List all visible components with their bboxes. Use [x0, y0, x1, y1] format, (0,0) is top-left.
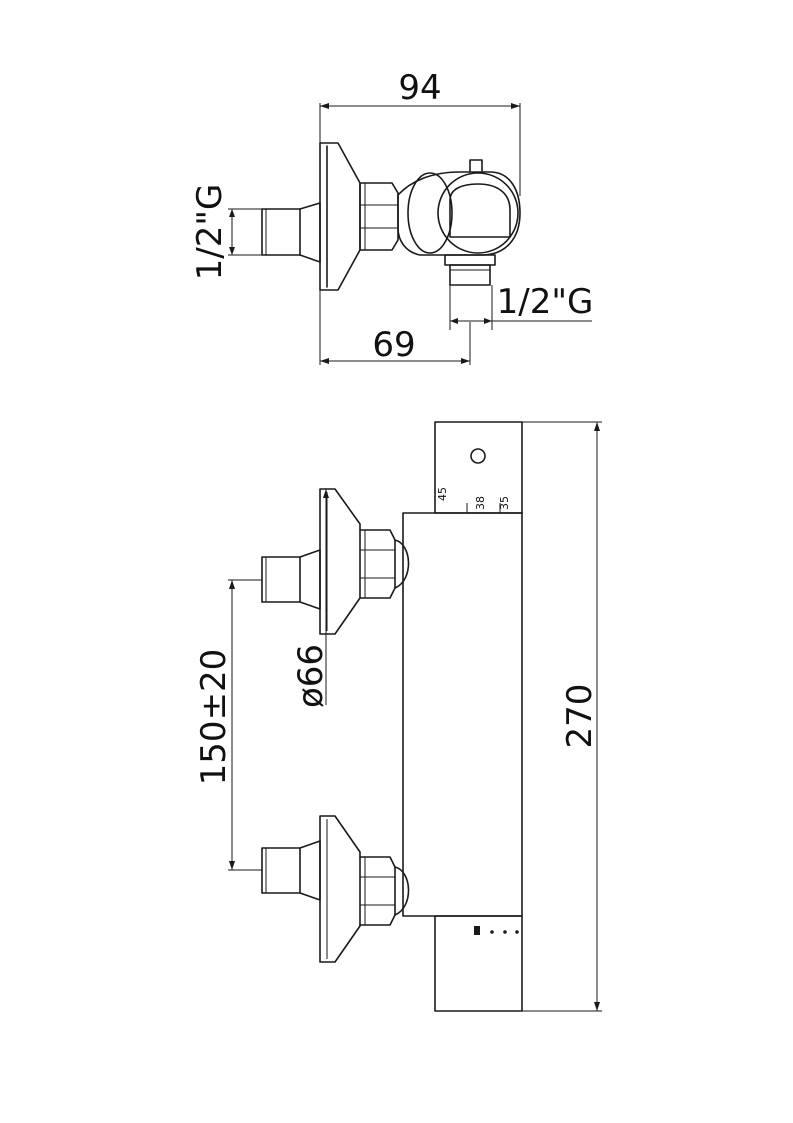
- inlet-thread-label: 1/2"G: [190, 184, 230, 281]
- diameter-dimension-label: ø66: [291, 644, 331, 708]
- button-icon: [470, 448, 486, 464]
- inlet-connector: [261, 202, 321, 263]
- centres-dimension: 150±20: [194, 579, 262, 871]
- width-dimension-label: 94: [398, 68, 441, 108]
- outlet-connector: 1/2"G: [444, 254, 594, 330]
- front-view: 45 38 35: [194, 421, 602, 1012]
- diameter-dimension: ø66: [291, 489, 331, 708]
- depth-dimension: 69: [319, 290, 471, 365]
- upper-connector: [261, 488, 410, 635]
- depth-dimension-label: 69: [372, 325, 415, 365]
- bottom-control-cap: [434, 915, 523, 1012]
- hex-nut: [359, 182, 399, 251]
- height-dimension-label: 270: [560, 684, 600, 749]
- height-dimension: 270: [522, 421, 602, 1012]
- valve-body: [397, 159, 521, 256]
- wall-flange: [319, 142, 361, 291]
- lower-connector: [261, 815, 410, 963]
- temp-mark-35: 35: [498, 496, 511, 510]
- width-dimension: 94: [319, 68, 521, 196]
- inlet-thread-dimension: 1/2"G: [190, 184, 262, 281]
- top-view: 94 1/2"G: [190, 68, 593, 365]
- outlet-thread-label: 1/2"G: [497, 282, 594, 322]
- temp-mark-38: 38: [474, 496, 487, 510]
- centres-dimension-label: 150±20: [194, 649, 234, 786]
- temp-mark-45: 45: [436, 487, 449, 501]
- thermostat-body: [402, 512, 523, 917]
- top-control-cap: 45 38 35: [434, 421, 523, 514]
